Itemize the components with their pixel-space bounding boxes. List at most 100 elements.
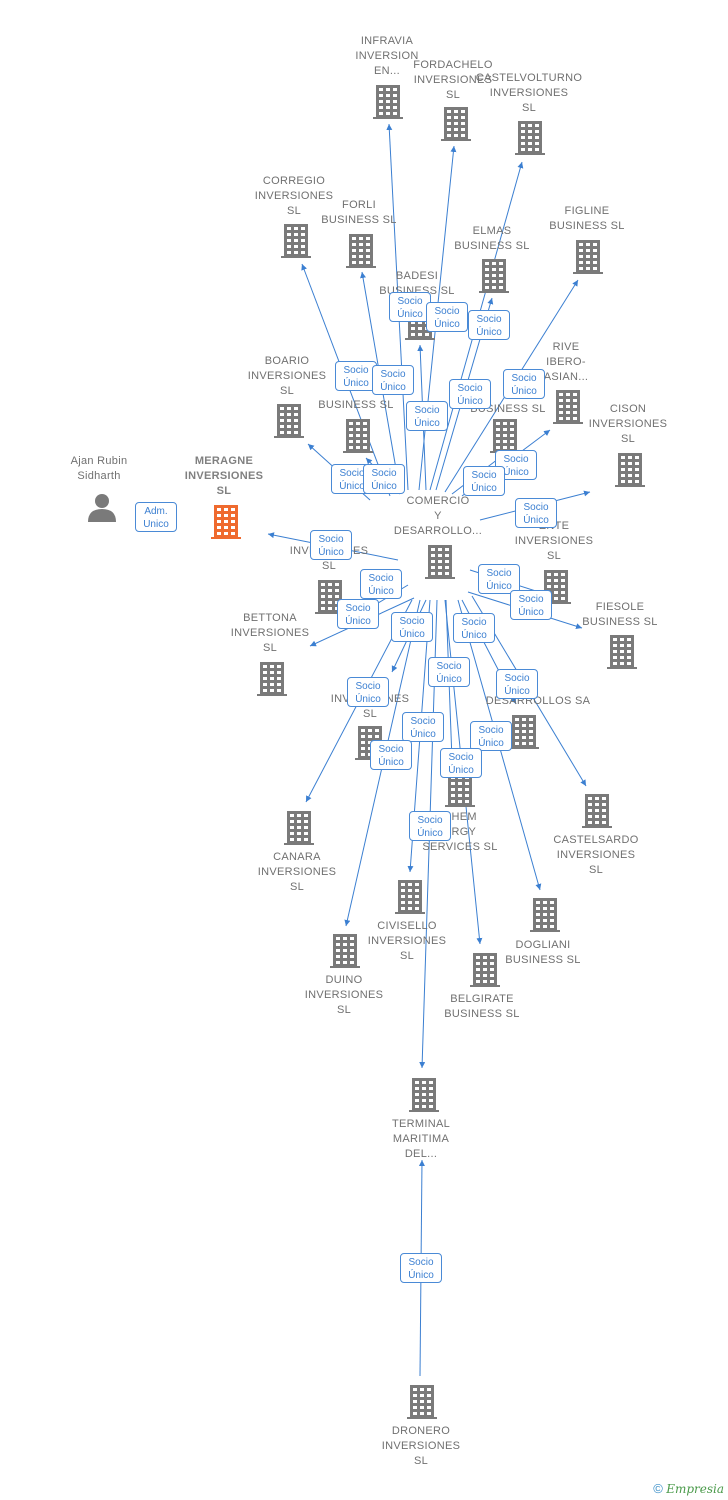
building-icon-terminal[interactable] bbox=[409, 1078, 439, 1112]
building-icon-corregio[interactable] bbox=[281, 224, 311, 258]
building-icon-desarrollos[interactable] bbox=[509, 715, 539, 749]
node-label-line: INVERSIONES bbox=[184, 470, 264, 482]
node-label-line: CORREGIO bbox=[262, 175, 326, 187]
building-icon-civisello[interactable] bbox=[395, 880, 425, 914]
building-icon-infravia[interactable] bbox=[373, 85, 403, 119]
building-icon-castelsardo[interactable] bbox=[582, 794, 612, 828]
edge-label-line: Único bbox=[355, 694, 381, 705]
edge-label-line: Único bbox=[478, 738, 504, 749]
building-icon-dronero[interactable] bbox=[407, 1385, 437, 1419]
node-label-line: COMERCIO bbox=[406, 495, 470, 507]
node-label-line: SL bbox=[588, 864, 604, 876]
building-icon-fiesole[interactable] bbox=[607, 635, 637, 669]
building-icon-bettona[interactable] bbox=[257, 662, 287, 696]
building-icon-business_a[interactable] bbox=[343, 419, 373, 453]
building-icon-comercio[interactable] bbox=[425, 545, 455, 579]
building-icon-dogliani[interactable] bbox=[530, 898, 560, 932]
edge-label-line: Único bbox=[434, 319, 460, 330]
building-icon-castelvolturno[interactable] bbox=[515, 121, 545, 155]
node-label-line: FORDACHELO bbox=[413, 59, 493, 71]
edge-label-line: Socio bbox=[476, 314, 502, 325]
building-icon-rive[interactable] bbox=[553, 390, 583, 424]
edge-label-ajan-to-meragne[interactable]: Adm.Unico bbox=[135, 502, 177, 532]
person-icon-ajan[interactable] bbox=[88, 494, 116, 522]
node-label-line: FIESOLE bbox=[595, 601, 645, 613]
node-label-line: BOARIO bbox=[264, 355, 310, 367]
edge-label-line: Socio bbox=[410, 716, 436, 727]
building-icon-inversiones_l[interactable] bbox=[315, 580, 345, 614]
node-label-line: BUSINESS SL bbox=[444, 1008, 520, 1020]
brand-footer[interactable]: © Empresia bbox=[653, 1481, 724, 1496]
node-label-line: CISON bbox=[609, 403, 647, 415]
node-label-line: INVERSIONES bbox=[304, 989, 384, 1001]
edge-label-line: Unico bbox=[143, 519, 169, 530]
building-icon-figline[interactable] bbox=[573, 240, 603, 274]
building-icon-fordachelo[interactable] bbox=[441, 107, 471, 141]
building-icon-chem[interactable] bbox=[445, 773, 475, 807]
building-icon-canara[interactable] bbox=[284, 811, 314, 845]
edge-label-line: Socio bbox=[345, 603, 371, 614]
node-label-business_a[interactable]: BUSINESS SL bbox=[301, 398, 411, 413]
building-icon-boario[interactable] bbox=[274, 404, 304, 438]
building-icon-meragne[interactable] bbox=[211, 505, 241, 539]
node-label-line: Y bbox=[434, 510, 442, 522]
building-icon-elmas[interactable] bbox=[479, 259, 509, 293]
building-icon-belgirate[interactable] bbox=[470, 953, 500, 987]
building-icon-duino[interactable] bbox=[330, 934, 360, 968]
building-icon-cison[interactable] bbox=[615, 453, 645, 487]
building-icon-business_b[interactable] bbox=[490, 419, 520, 453]
building-icon-forli[interactable] bbox=[346, 234, 376, 268]
